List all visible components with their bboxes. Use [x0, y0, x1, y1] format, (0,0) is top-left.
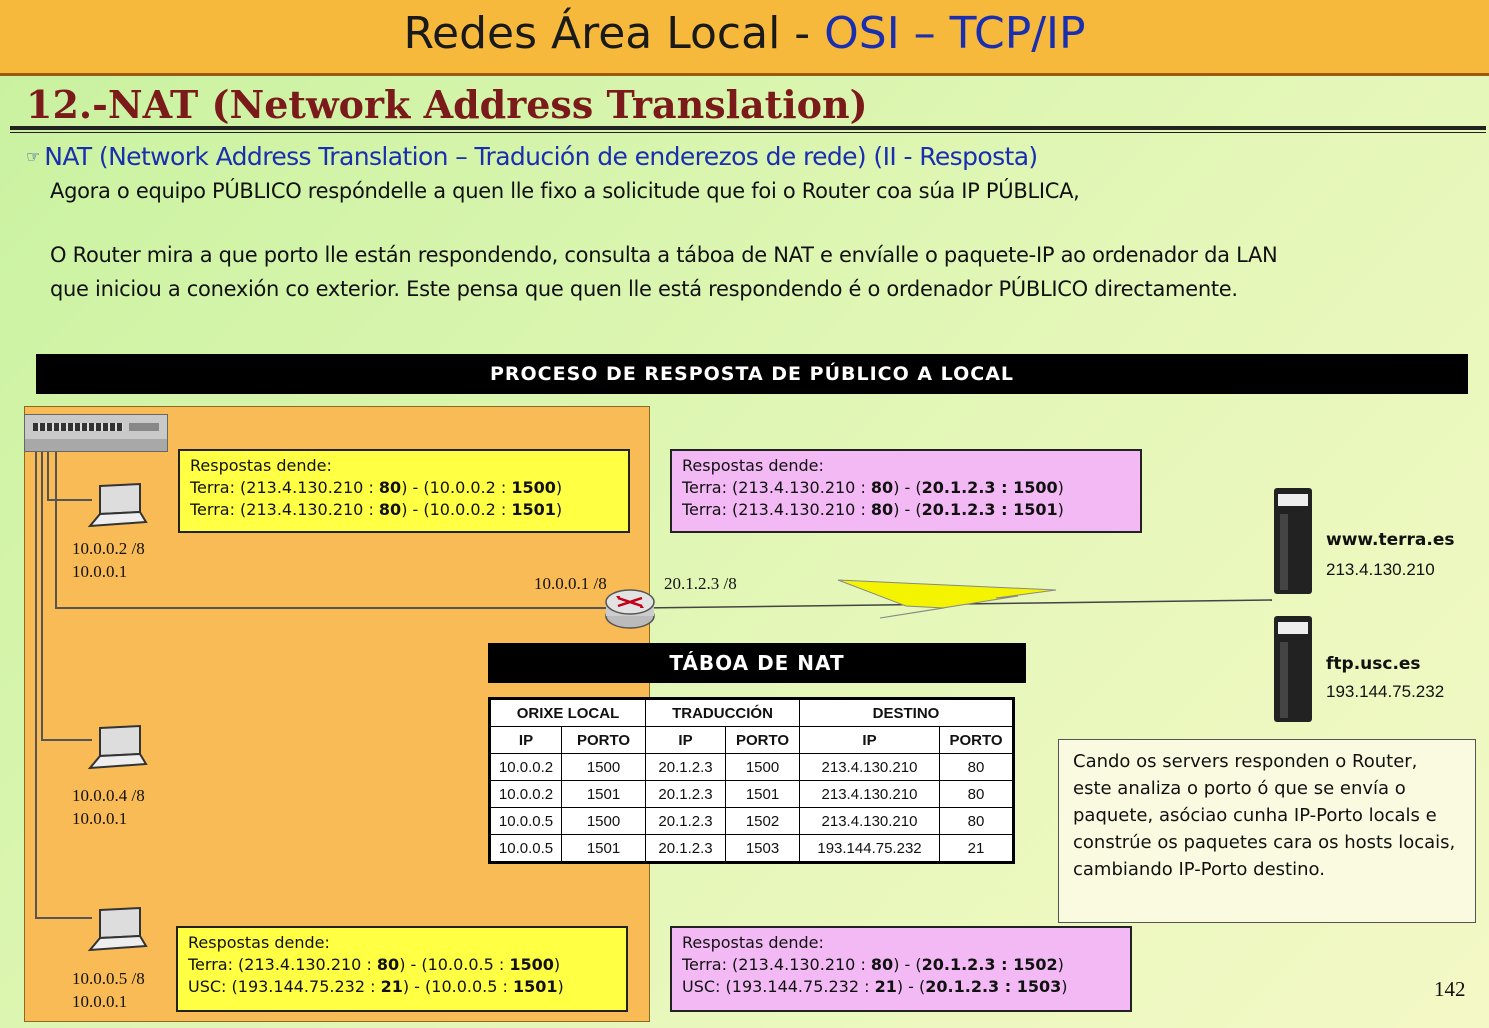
note-pink-top: Respostas dende: Terra: (213.4.130.210 :… [670, 449, 1142, 533]
table-cell: 10.0.0.2 [489, 753, 562, 781]
nat-table-banner: TÁBOA DE NAT [488, 643, 1026, 683]
table-header-row: IP PORTO IP PORTO IP PORTO [489, 726, 1014, 754]
host-gateway: 10.0.0.1 [72, 562, 128, 581]
table-group-header: ORIXE LOCAL [489, 698, 646, 727]
divider [10, 126, 1486, 130]
host-gateway: 10.0.0.1 [72, 992, 128, 1011]
table-row: 10.0.0.5 1500 20.1.2.3 1502 213.4.130.21… [489, 807, 1014, 835]
host-gateway: 10.0.0.1 [72, 809, 128, 828]
table-cell: 1501 [561, 834, 646, 863]
table-cell: 1501 [561, 780, 646, 808]
section-title: 12.-NAT (Network Address Translation) [26, 82, 868, 127]
table-cell: 213.4.130.210 [799, 780, 940, 808]
server-name: www.terra.es [1326, 530, 1455, 550]
paragraph: O Router mira a que porto lle están resp… [50, 243, 1278, 267]
table-cell: 10.0.0.5 [489, 807, 562, 835]
table-cell: 213.4.130.210 [799, 753, 940, 781]
table-group-header-row: ORIXE LOCAL TRADUCCIÓN DESTINO [489, 698, 1014, 727]
divider [10, 132, 1486, 133]
server-ip: 213.4.130.210 [1326, 560, 1435, 579]
host-ip: 10.0.0.4 /8 [72, 786, 145, 805]
server-icon [1274, 616, 1312, 722]
paragraph: que iniciou a conexión co exterior. Este… [50, 277, 1238, 301]
info-box: Cando os servers responden o Router, est… [1058, 739, 1476, 923]
table-cell: 193.144.75.232 [799, 834, 940, 863]
table-cell: 80 [939, 753, 1014, 781]
server-icon [1274, 488, 1312, 594]
wire-host-2 [41, 440, 92, 741]
lightning-icon [837, 579, 1057, 619]
pointing-hand-icon: ☞ [26, 147, 45, 166]
wire-host-1 [47, 440, 92, 501]
table-group-header: TRADUCCIÓN [645, 698, 800, 727]
note-yellow-bottom: Respostas dende: Terra: (213.4.130.210 :… [176, 926, 628, 1012]
table-cell: 10.0.0.2 [489, 780, 562, 808]
table-column-header: PORTO [725, 726, 800, 754]
table-cell: 20.1.2.3 [645, 753, 726, 781]
note-pink-bottom: Respostas dende: Terra: (213.4.130.210 :… [670, 926, 1132, 1012]
table-cell: 20.1.2.3 [645, 834, 726, 863]
table-cell: 21 [939, 834, 1014, 863]
host-ip: 10.0.0.2 /8 [72, 539, 145, 558]
table-column-header: IP [799, 726, 940, 754]
table-row: 10.0.0.2 1500 20.1.2.3 1500 213.4.130.21… [489, 753, 1014, 781]
table-column-header: IP [645, 726, 726, 754]
laptop-icon [87, 906, 148, 952]
wire-host-3 [35, 440, 92, 919]
note-yellow-top: Respostas dende: Terra: (213.4.130.210 :… [178, 449, 630, 533]
table-row: 10.0.0.5 1501 20.1.2.3 1503 193.144.75.2… [489, 834, 1014, 863]
table-column-header: PORTO [939, 726, 1014, 754]
bullet-heading: ☞ NAT (Network Address Translation – Tra… [26, 142, 1038, 171]
router-inside-ip: 10.0.0.1 /8 [534, 574, 607, 593]
paragraph: Agora o equipo PÚBLICO respóndelle a que… [50, 179, 1080, 203]
table-cell: 1500 [725, 753, 800, 781]
table-cell: 1502 [725, 807, 800, 835]
table-cell: 20.1.2.3 [645, 780, 726, 808]
page-number: 142 [1434, 977, 1466, 1001]
table-cell: 20.1.2.3 [645, 807, 726, 835]
title-bar [0, 0, 1489, 76]
diagram-banner: PROCESO DE RESPOSTA DE PÚBLICO A LOCAL [36, 354, 1468, 394]
server-ip: 193.144.75.232 [1326, 682, 1445, 701]
table-cell: 10.0.0.5 [489, 834, 562, 863]
table-cell: 1503 [725, 834, 800, 863]
router-icon [605, 589, 655, 629]
table-group-header: DESTINO [799, 698, 1014, 727]
laptop-icon [87, 482, 148, 528]
table-cell: 1500 [561, 807, 646, 835]
router-outside-ip: 20.1.2.3 /8 [664, 574, 737, 593]
slide-title: Redes Área Local - OSI – TCP/IP [403, 8, 1086, 59]
server-name: ftp.usc.es [1326, 654, 1421, 674]
table-cell: 1501 [725, 780, 800, 808]
wire-router [55, 440, 620, 609]
table-cell: 80 [939, 807, 1014, 835]
table-column-header: PORTO [561, 726, 646, 754]
nat-table: ORIXE LOCAL TRADUCCIÓN DESTINO IP PORTO … [488, 697, 1015, 864]
table-cell: 80 [939, 780, 1014, 808]
table-cell: 1500 [561, 753, 646, 781]
laptop-icon [87, 724, 148, 770]
host-ip: 10.0.0.5 /8 [72, 969, 145, 988]
table-row: 10.0.0.2 1501 20.1.2.3 1501 213.4.130.21… [489, 780, 1014, 808]
table-cell: 213.4.130.210 [799, 807, 940, 835]
table-column-header: IP [489, 726, 562, 754]
switch-icon [24, 414, 168, 452]
